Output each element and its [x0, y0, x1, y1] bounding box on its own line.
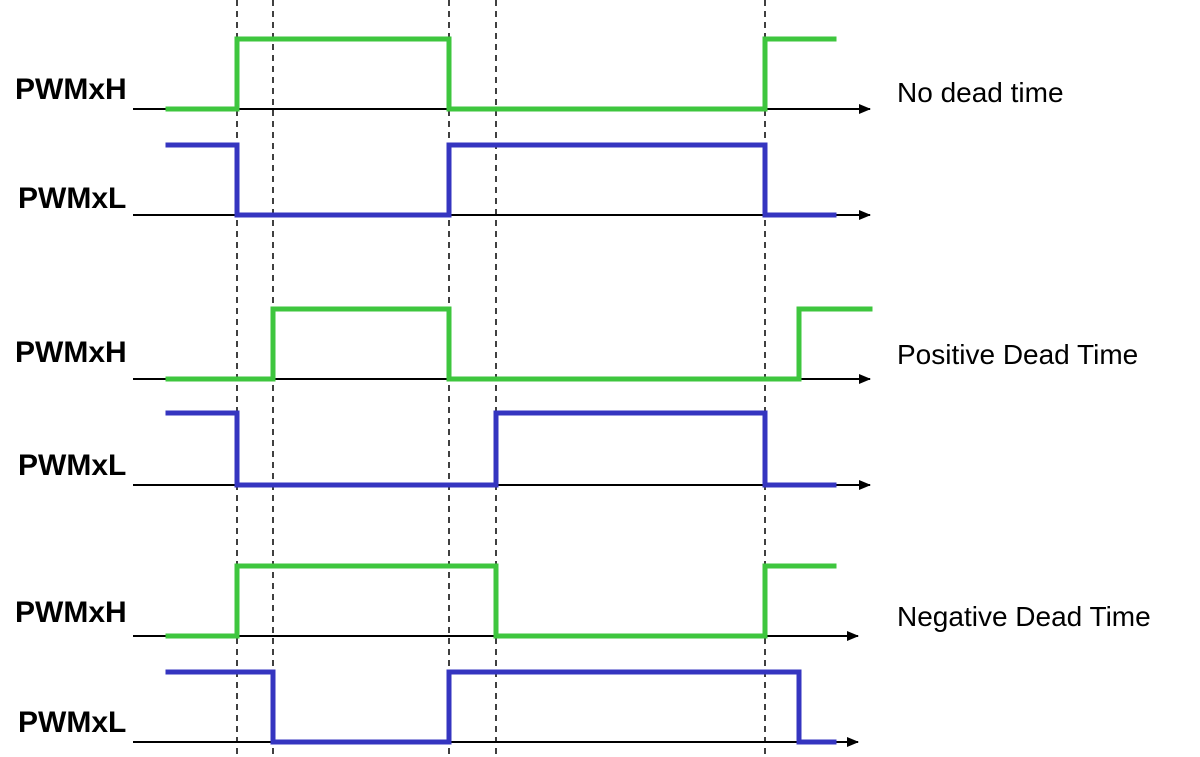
pwmxl-label: PWMxL [18, 182, 126, 215]
no-dead-time-label: No dead time [897, 77, 1064, 108]
pwmxh-label: PWMxH [15, 73, 127, 106]
pwmxl-waveform [165, 410, 837, 488]
negative-dead-time-label: Negative Dead Time [897, 601, 1151, 632]
pwmxl-label: PWMxL [18, 706, 126, 739]
pwmxl-label: PWMxL [18, 449, 126, 482]
pwmxh-waveform [165, 563, 837, 639]
pwmxl-waveform [165, 669, 837, 745]
group-no-dead-time: PWMxH PWMxL No dead time [15, 36, 1064, 220]
group-positive-dead-time: PWMxH PWMxL Positive Dead Time [15, 306, 1138, 490]
pwmxl-waveform [165, 142, 837, 218]
pwmxh-waveform [165, 36, 837, 112]
positive-dead-time-label: Positive Dead Time [897, 339, 1138, 370]
pwmxh-waveform [165, 306, 873, 382]
pwmxh-label: PWMxH [15, 336, 127, 369]
group-negative-dead-time: PWMxH PWMxL Negative Dead Time [15, 563, 1151, 747]
pwmxh-label: PWMxH [15, 596, 127, 629]
